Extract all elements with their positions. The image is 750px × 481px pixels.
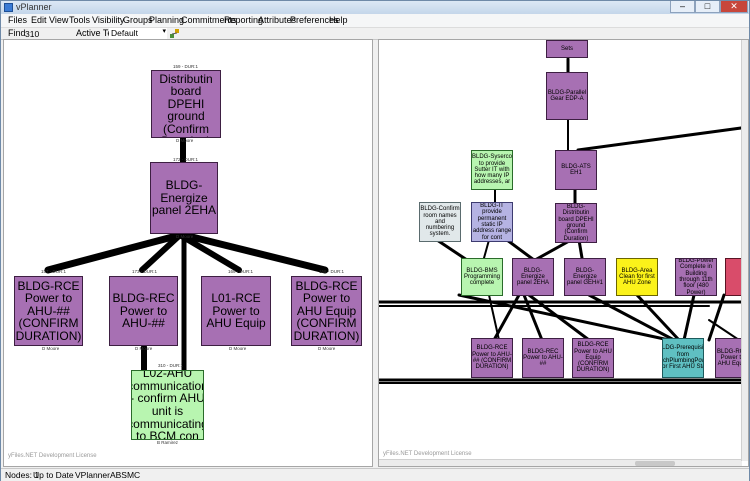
node-header: 169 - DUR:1 — [228, 269, 254, 274]
node-header: 157 - DUR:1 — [41, 269, 67, 274]
app-icon — [4, 3, 13, 12]
find-input[interactable] — [25, 28, 65, 39]
active-team-select[interactable]: Default ▾ — [109, 28, 167, 39]
maximize-button[interactable]: □ — [695, 1, 720, 13]
license-watermark: yFiles.NET Development License — [383, 451, 472, 457]
menu-view[interactable]: View — [49, 15, 69, 25]
title-bar[interactable]: vPlanner – □ ✕ — [1, 1, 749, 14]
close-button[interactable]: ✕ — [720, 1, 748, 13]
menu-edit[interactable]: Edit — [31, 15, 47, 25]
node-footer: D Moore — [229, 346, 247, 351]
menu-help[interactable]: Help — [329, 15, 348, 25]
activity-node[interactable]: BLDG-Energize panel 2EHA — [150, 162, 218, 234]
activity-node[interactable]: BLDG-Energize panel GEH#1 — [564, 258, 606, 296]
activity-node[interactable]: BLDG-Confirm room names and numbering sy… — [419, 202, 461, 242]
chevron-down-icon: ▾ — [162, 28, 166, 35]
activity-node[interactable]: BLDG-RCE Power to AHU-## (CONFIRM DURATI… — [14, 276, 83, 346]
node-header: 172 - DUR:1 — [173, 157, 199, 162]
minimize-button[interactable]: – — [670, 1, 695, 13]
right-dependency-links — [379, 57, 748, 384]
menu-bar: Files Edit View Tools Visibility Groups … — [1, 14, 749, 28]
activity-node[interactable]: L01-RCE Power to AHU Equip — [201, 276, 271, 346]
activity-node[interactable]: BLDG-Energize panel 2EHA — [512, 258, 554, 296]
activity-node[interactable]: BLDG-RCE Power to AHU Equip (CONFIRM DUR… — [572, 338, 614, 378]
menu-visibility[interactable]: Visibility — [92, 15, 125, 25]
horizontal-scrollbar[interactable] — [379, 459, 742, 466]
node-header: 159 - DUR:1 — [173, 64, 199, 69]
activity-node[interactable]: BLDG-ATS EH1 — [555, 150, 597, 190]
menu-tools[interactable]: Tools — [69, 15, 91, 25]
menu-preferences[interactable]: Preferences — [290, 15, 339, 25]
status-bar: Nodes: 1 Up to Date VPlannerABSMC — [1, 468, 749, 481]
menu-attributes[interactable]: Attributes — [258, 15, 297, 25]
active-team-value: Default — [111, 28, 138, 38]
active-team-label: Active Team — [76, 28, 125, 38]
team-settings-icon[interactable] — [170, 29, 179, 38]
node-footer: D Moore — [135, 346, 153, 351]
activity-node[interactable]: BLDG-Distributin board DPEHI ground (Con… — [151, 70, 221, 138]
activity-node[interactable]: BLDG-Area Clean for first AHU Zone — [616, 258, 658, 296]
activity-node[interactable]: Sets — [546, 40, 588, 58]
toolbar: Find Active Team Default ▾ — [1, 28, 749, 40]
menu-planning[interactable]: Planning — [149, 15, 185, 25]
activity-node[interactable]: BLDG-REC Power to AHU-## — [109, 276, 178, 346]
activity-node[interactable]: BLDG-BMS Programming complete — [461, 258, 503, 296]
activity-node[interactable]: BLDG-Prerequisits from MechPlumbingPower… — [662, 338, 704, 378]
vertical-scrollbar[interactable] — [741, 40, 748, 461]
activity-node[interactable]: BLDG-IT provide permanent static IP addr… — [471, 202, 513, 242]
menu-files[interactable]: Files — [8, 15, 28, 25]
menu-reporting[interactable]: Reporting — [224, 15, 264, 25]
menu-commitments[interactable]: Commitments — [181, 15, 237, 25]
activity-node[interactable]: BLDG-RCE Power to AHU Equip (CONFIRM DUR… — [291, 276, 362, 346]
left-dependency-links — [44, 135, 329, 373]
license-watermark: yFiles.NET Development License — [8, 453, 97, 459]
activity-node[interactable]: BLDG-Distributin board DPEHI ground (Con… — [555, 203, 597, 243]
menu-groups[interactable]: Groups — [123, 15, 153, 25]
node-footer: D Moore — [176, 138, 194, 143]
node-header: 310 - DUR:1 — [158, 363, 184, 368]
activity-node[interactable]: BLDG-REC Power to AHU-## — [522, 338, 564, 378]
status-node-count: Nodes: 1 — [5, 470, 40, 480]
node-header: 158 - DUR:1 — [319, 269, 345, 274]
status-sync: Up to Date — [33, 470, 74, 480]
node-footer: D Moore — [318, 346, 336, 351]
activity-node[interactable]: BLDG-Syserco to provide Sutter IT with h… — [471, 150, 513, 190]
node-footer: D Moore — [176, 234, 194, 239]
window-title: vPlanner — [16, 2, 52, 12]
left-network-pane[interactable]: 159 - DUR:1 BLDG-Distributin board DPEHI… — [3, 39, 373, 467]
activity-node[interactable]: BLDG-Power Complete in Building through … — [675, 258, 717, 296]
node-footer: B Ramirez — [157, 440, 179, 445]
activity-node[interactable]: BLDG-Parallel Gear EDP-A — [546, 72, 588, 120]
right-network-pane[interactable]: Sets BLDG-Parallel Gear EDP-A BLDG-ATS E… — [378, 39, 749, 467]
find-label: Find — [8, 28, 26, 38]
node-footer: D Moore — [42, 346, 60, 351]
node-header: 173 - DUR:1 — [132, 269, 158, 274]
activity-node-selected[interactable]: L02-AHU communication - confirm AHU unit… — [131, 370, 204, 440]
status-project: VPlannerABSMC — [75, 470, 141, 480]
scrollbar-thumb[interactable] — [635, 461, 675, 466]
activity-node[interactable]: BLDG-RCE Power to AHU-## (CONFIRM DURATI… — [471, 338, 513, 378]
